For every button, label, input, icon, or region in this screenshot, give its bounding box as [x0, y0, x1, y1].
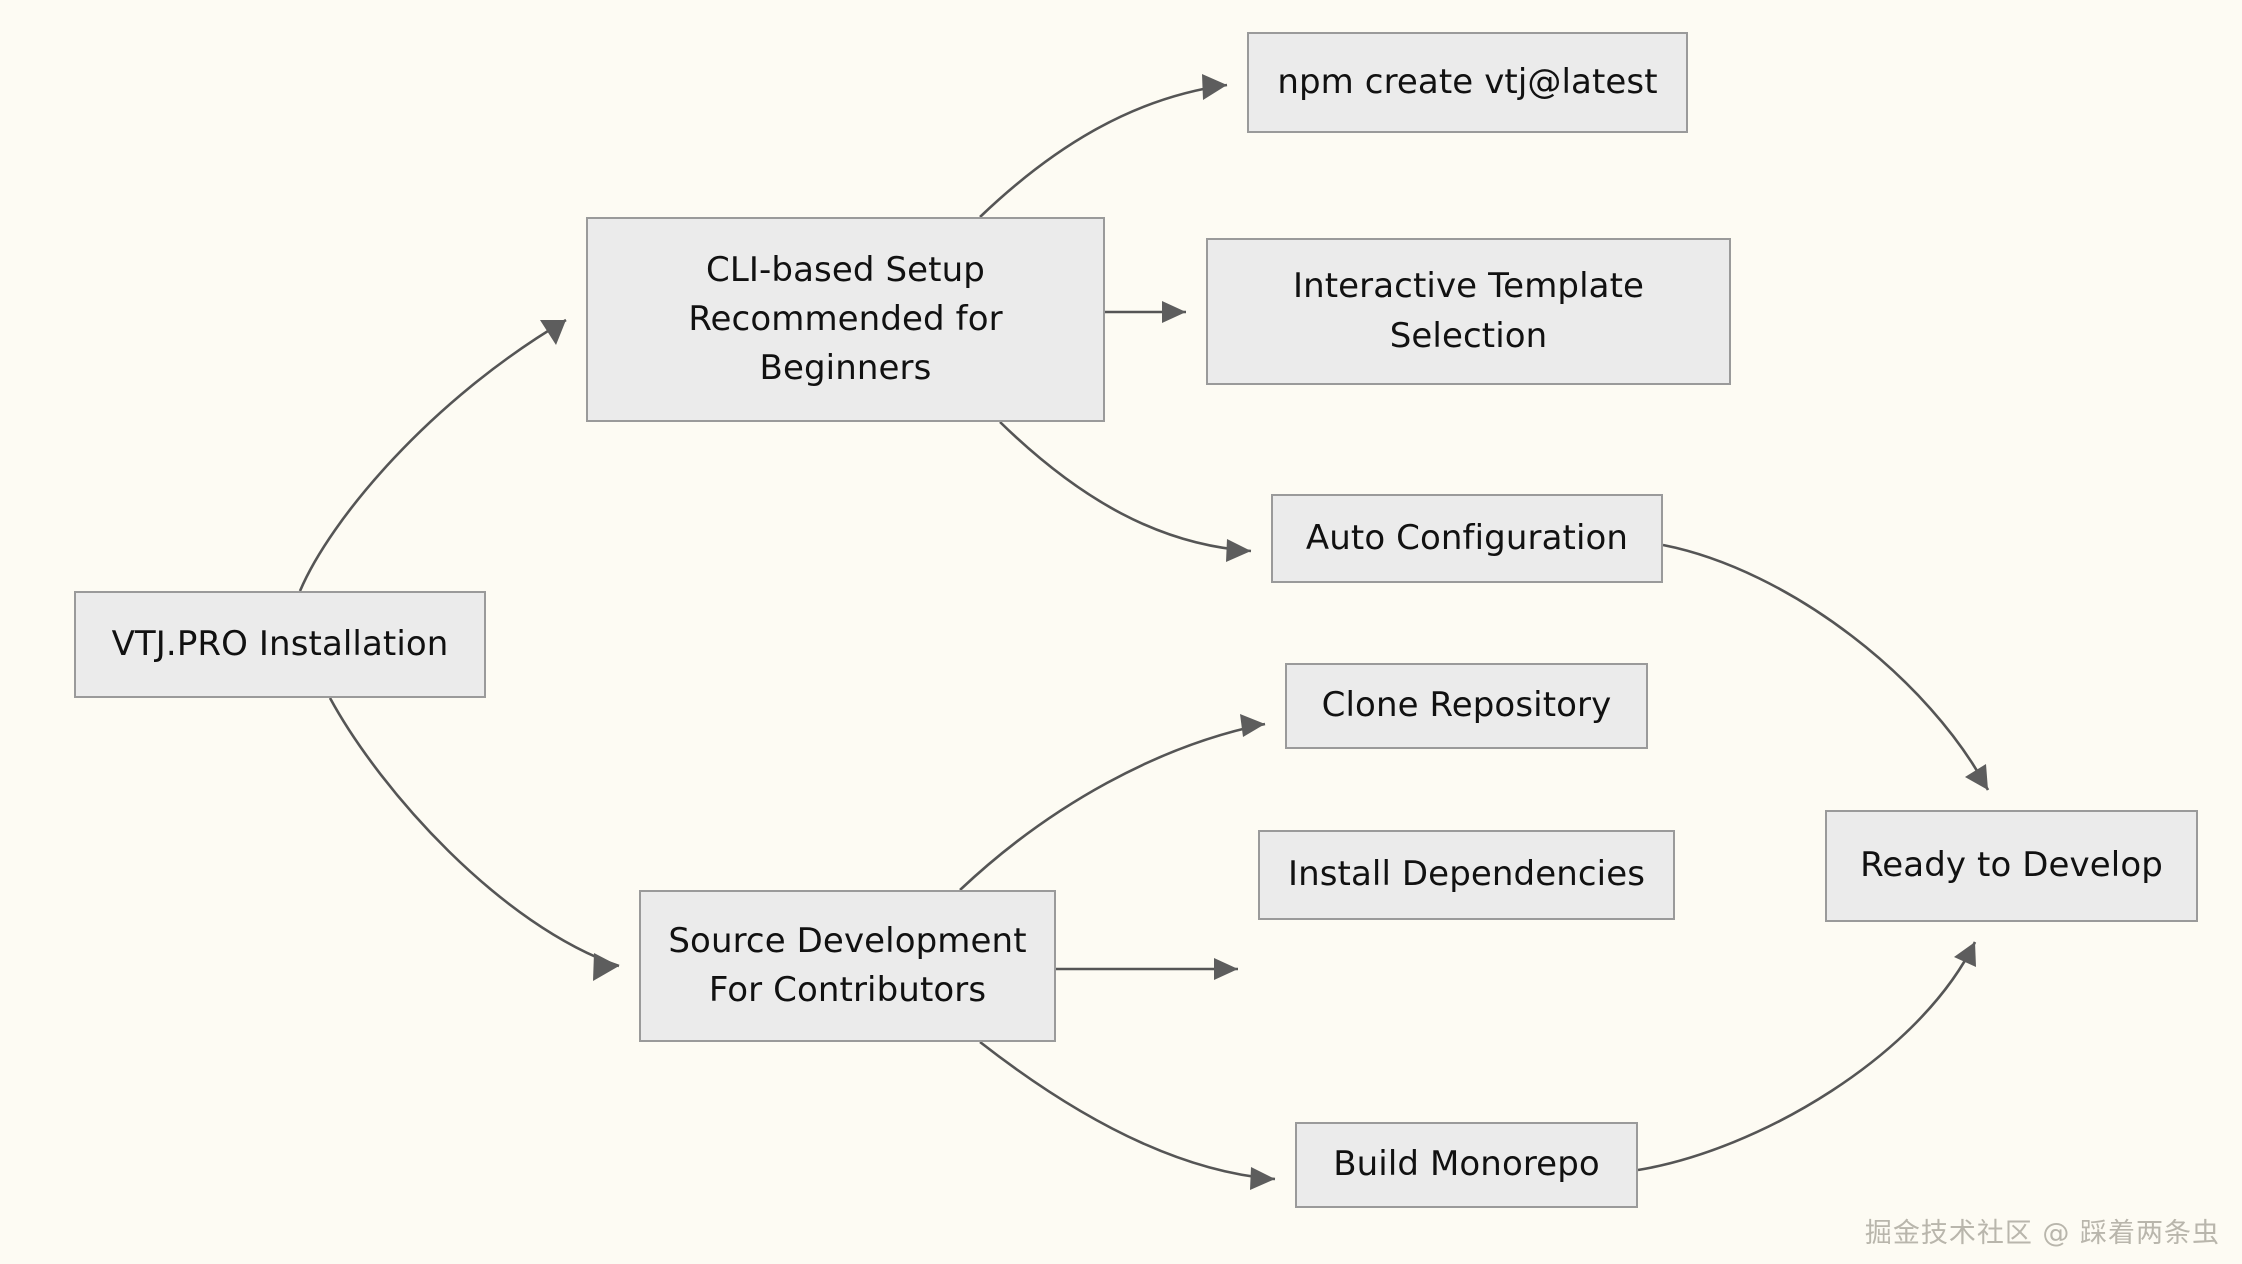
node-install-dependencies[interactable]: Install Dependencies: [1258, 830, 1675, 920]
node-interactive-template-selection-label: Interactive Template Selection: [1292, 266, 1645, 356]
node-source-development[interactable]: Source Development For Contributors: [639, 890, 1056, 1042]
node-interactive-template-selection[interactable]: Interactive Template Selection: [1206, 238, 1731, 385]
node-npm-create[interactable]: npm create vtj@latest: [1247, 32, 1688, 133]
edge-source-to-build: [979, 1040, 1276, 1190]
edge-source-to-install: [1056, 958, 1238, 980]
node-ready-to-develop[interactable]: Ready to Develop: [1825, 810, 2198, 922]
node-auto-configuration-label: Auto Configuration: [1305, 517, 1629, 558]
edge-build-to-ready: [1637, 941, 1977, 1172]
edge-cli-to-template: [1105, 301, 1186, 323]
edge-cli-to-autoconf: [999, 421, 1252, 562]
node-build-monorepo-label: Build Monorepo: [1333, 1144, 1600, 1185]
node-cli-based-setup[interactable]: CLI-based Setup Recommended for Beginner…: [586, 217, 1105, 422]
node-source-development-label: Source Development For Contributors: [668, 920, 1027, 1010]
node-install-dependencies-label: Install Dependencies: [1287, 854, 1646, 895]
node-auto-configuration[interactable]: Auto Configuration: [1271, 494, 1663, 583]
node-ready-to-develop-label: Ready to Develop: [1860, 845, 2163, 886]
node-clone-repository[interactable]: Clone Repository: [1285, 663, 1648, 749]
edge-cli-to-npm: [979, 74, 1228, 218]
node-root[interactable]: VTJ.PRO Installation: [74, 591, 486, 698]
edge-root-to-source: [328, 697, 620, 981]
node-root-label: VTJ.PRO Installation: [111, 623, 449, 664]
edge-root-to-cli: [298, 318, 567, 592]
edge-source-to-clone: [959, 714, 1266, 891]
node-npm-create-label: npm create vtj@latest: [1277, 61, 1658, 102]
node-clone-repository-label: Clone Repository: [1321, 685, 1612, 726]
edge-autoconf-to-ready: [1662, 543, 1990, 791]
node-build-monorepo[interactable]: Build Monorepo: [1295, 1122, 1638, 1208]
node-cli-based-setup-label: CLI-based Setup Recommended for Beginner…: [688, 249, 1003, 389]
watermark-text: 掘金技术社区 @ 踩着两条虫: [1864, 1218, 2220, 1249]
